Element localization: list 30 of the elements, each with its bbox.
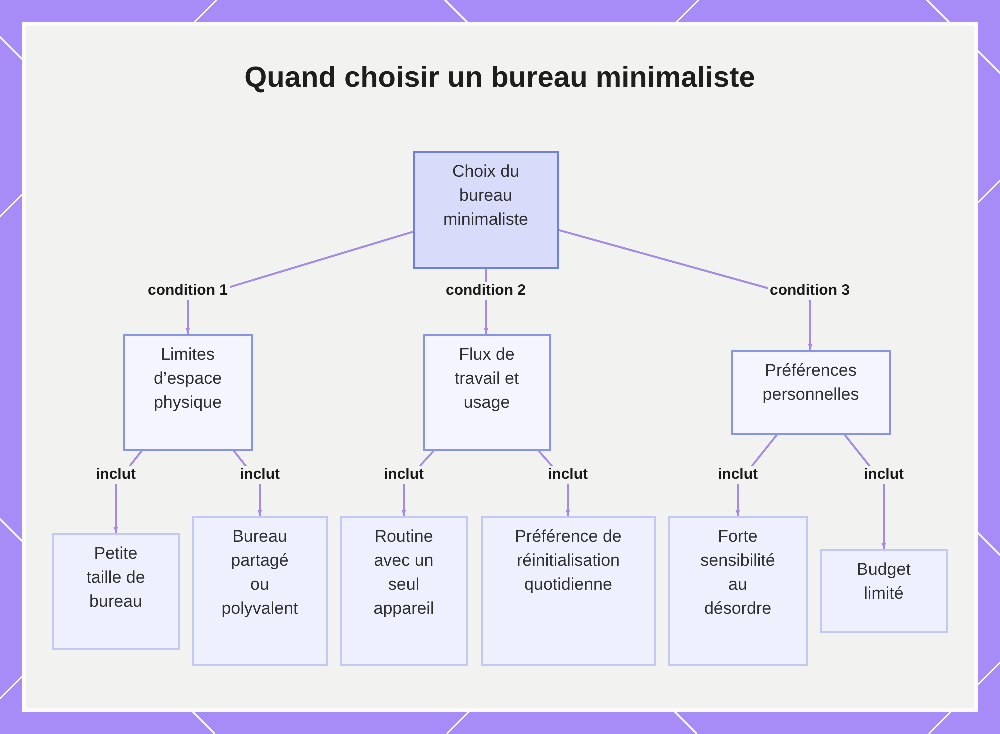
node-text: Routine avec un seul appareil xyxy=(372,526,436,620)
edge-label: inclut xyxy=(546,466,590,484)
diagram-title: Quand choisir un bureau minimaliste xyxy=(244,62,756,95)
item-box xyxy=(52,533,180,650)
edge-label: condition 3 xyxy=(768,282,852,300)
item-box xyxy=(340,516,468,666)
node-text: Flux de travail et usage xyxy=(454,344,520,414)
node-text: Choix du bureau minimaliste xyxy=(442,161,530,231)
edge-label: inclut xyxy=(382,466,426,484)
edge-label: condition 1 xyxy=(146,282,230,300)
edge-label: inclut xyxy=(94,466,138,484)
node-text: Préférences personnelles xyxy=(762,360,860,406)
node-text: Budget limité xyxy=(856,559,912,605)
node-text: Bureau partagé ou polyvalent xyxy=(220,526,300,620)
edge-label: inclut xyxy=(238,466,282,484)
category-box xyxy=(423,334,551,451)
edge-label: inclut xyxy=(862,466,906,484)
edge-label: inclut xyxy=(716,466,760,484)
node-text: Forte sensibilité au désordre xyxy=(700,526,776,620)
node-text: Limites d’espace physique xyxy=(152,344,224,414)
item-box xyxy=(668,516,808,666)
node-text: Petite taille de bureau xyxy=(86,543,146,613)
edge-label: condition 2 xyxy=(444,282,528,300)
item-box xyxy=(192,516,328,666)
category-box xyxy=(731,350,891,435)
category-box xyxy=(123,334,253,451)
node-text: Préférence de réinitialisation quotidienne xyxy=(514,526,623,596)
item-box xyxy=(481,516,656,666)
item-box xyxy=(820,549,948,633)
root-box xyxy=(413,151,559,269)
